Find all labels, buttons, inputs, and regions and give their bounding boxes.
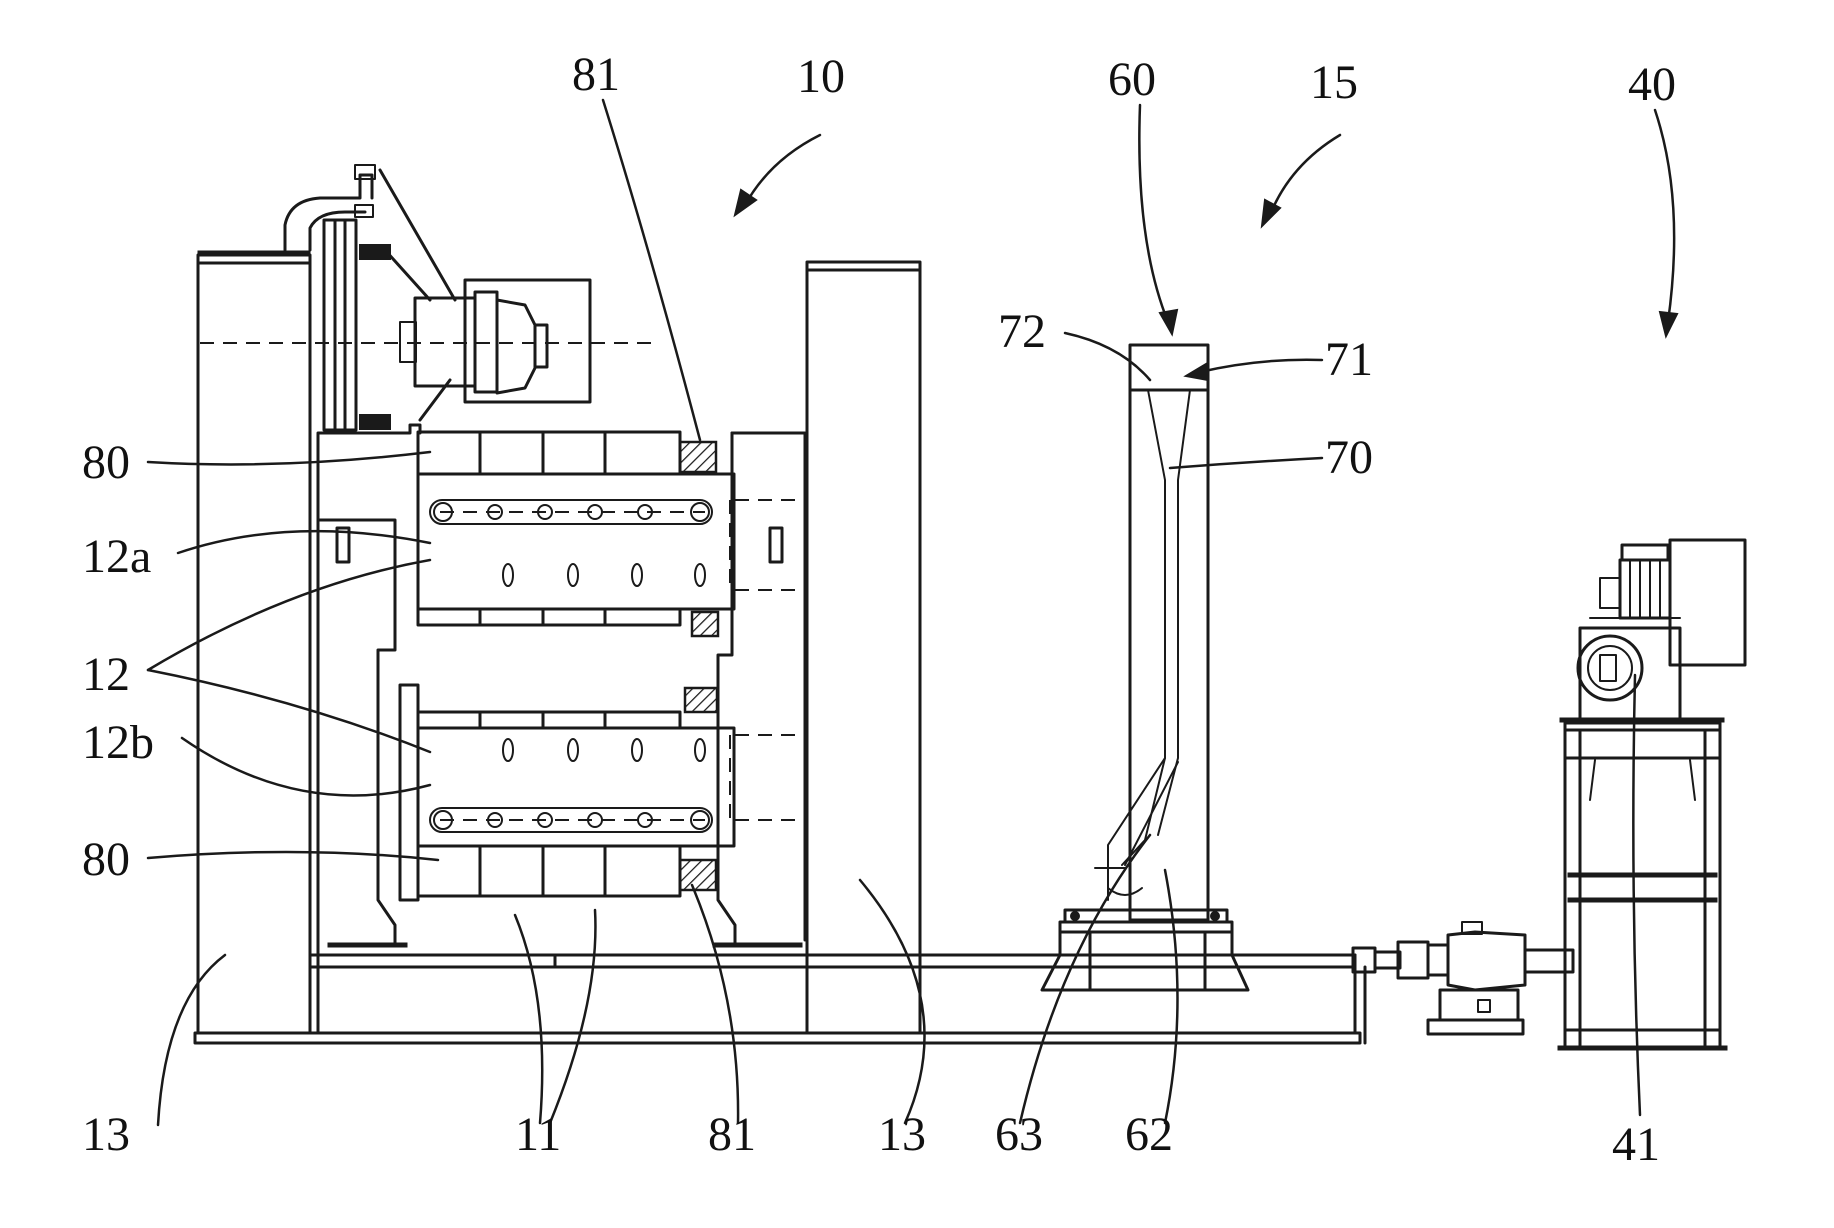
label-62: 62: [1125, 1108, 1173, 1161]
label-13-right: 13: [878, 1108, 926, 1161]
label-41: 41: [1612, 1118, 1660, 1171]
lower-pressing-unit: [400, 685, 734, 900]
label-63: 63: [995, 1108, 1043, 1161]
label-60: 60: [1108, 53, 1156, 106]
label-40: 40: [1628, 58, 1676, 111]
assembly-arrows: [735, 105, 1677, 380]
label-12a: 12a: [82, 530, 151, 583]
label-71: 71: [1325, 333, 1373, 386]
label-72: 72: [998, 305, 1046, 358]
label-70: 70: [1325, 431, 1373, 484]
drive-coupling: [1353, 922, 1573, 1034]
label-80-bottom: 80: [82, 833, 130, 886]
feed-hopper: [1042, 345, 1248, 990]
label-12: 12: [82, 648, 130, 701]
base-frame: [195, 945, 1365, 1043]
motor-stand: [1560, 540, 1745, 1048]
label-10: 10: [797, 50, 845, 103]
label-11: 11: [515, 1108, 561, 1161]
left-frame-column: [198, 253, 310, 1033]
upper-pressing-unit: [418, 432, 734, 636]
top-cylinder-assembly: [200, 165, 655, 430]
right-frame-column: [807, 262, 920, 1033]
label-81-top: 81: [572, 48, 620, 101]
label-15: 15: [1310, 56, 1358, 109]
label-12b: 12b: [82, 716, 154, 769]
label-13-left: 13: [82, 1108, 130, 1161]
label-81-bottom: 81: [708, 1108, 756, 1161]
label-80-top: 80: [82, 436, 130, 489]
